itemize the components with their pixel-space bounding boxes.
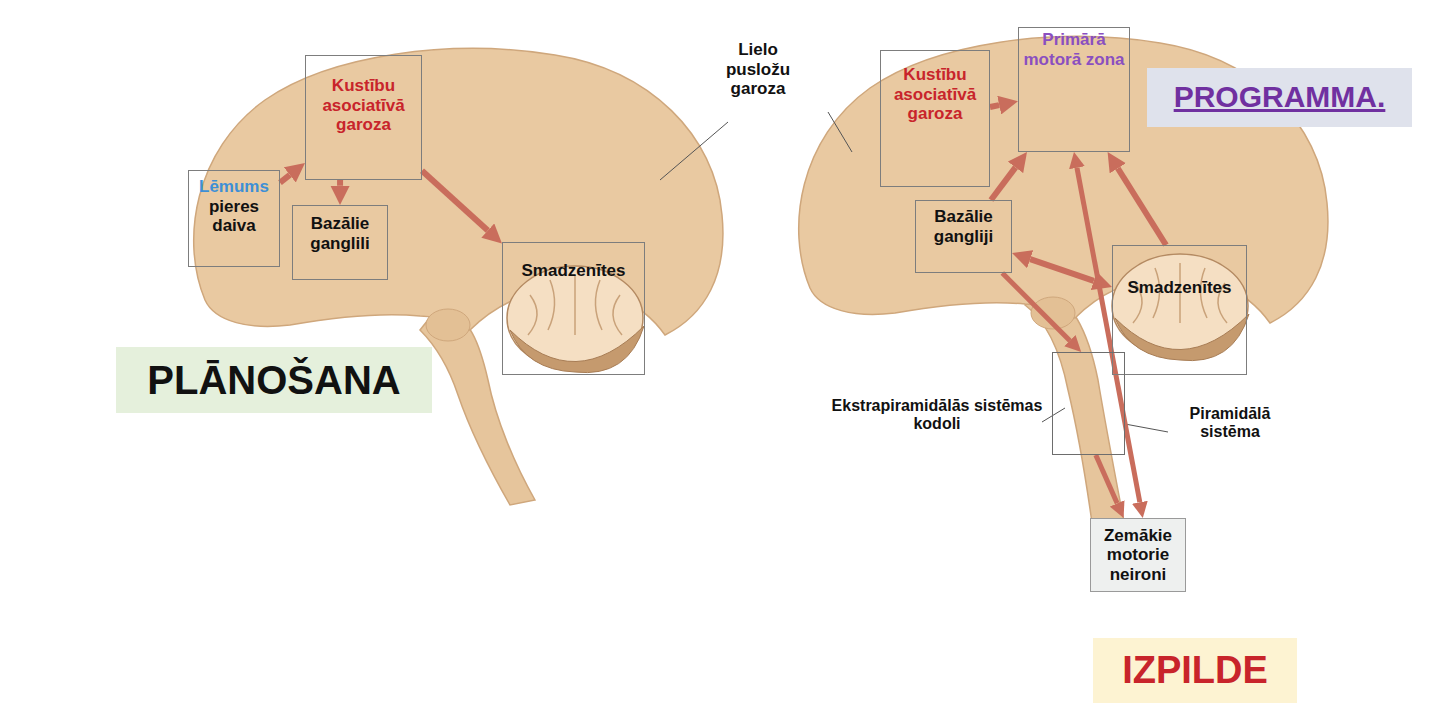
part-label: Piramidālā sistēma <box>1165 405 1295 442</box>
arrow-connector <box>991 167 1016 200</box>
arrow-connector <box>1077 168 1140 503</box>
cerebrum <box>194 49 723 335</box>
leader-line <box>828 112 852 152</box>
node-text: Bazālie ganglili <box>296 214 384 253</box>
node-box: Bazālie gangliji <box>915 200 1012 273</box>
arrow-connector <box>1118 168 1166 245</box>
arrow-connector <box>1002 273 1070 341</box>
node-box: PROGRAMMA. <box>1147 68 1412 127</box>
node-text: Kustību asociatīvā garoza <box>884 65 986 124</box>
node-text: Smadzenītes <box>506 261 641 281</box>
node-box: Kustību asociatīvā garoza <box>880 50 990 187</box>
leader-line <box>1125 424 1168 432</box>
node-text: Lēmums <box>192 177 276 197</box>
arrow-connector <box>280 175 290 183</box>
arrow-connector <box>337 180 343 186</box>
node-box: Kustību asociatīvā garoza <box>305 55 422 180</box>
diencephalon <box>426 309 470 341</box>
node-box: Ekstrapiramidālās sistēmas kodoli <box>1052 352 1125 455</box>
node-text: IZPILDE <box>1096 649 1294 693</box>
arrow-connector <box>1030 259 1094 281</box>
node-text: Smadzenītes <box>1116 278 1243 298</box>
arrow-connector <box>1096 455 1117 503</box>
node-box: IZPILDE <box>1093 638 1297 703</box>
node-text: PLĀNOŠANA <box>119 357 429 403</box>
node-subtext: pieres daiva <box>192 197 276 236</box>
node-text: Primārā motorā zona <box>1022 30 1126 69</box>
node-text: Bazālie gangliji <box>919 207 1008 246</box>
node-box: PLĀNOŠANA <box>116 347 432 413</box>
node-box: Smadzenītes <box>502 242 645 375</box>
node-box: Bazālie ganglili <box>292 205 388 280</box>
node-box: Lēmumspieres daiva <box>188 170 280 267</box>
node-text: PROGRAMMA. <box>1150 80 1409 115</box>
arrow-connector <box>422 171 488 231</box>
part-label: Lielo pusložu garoza <box>708 40 808 99</box>
leader-line <box>660 122 728 180</box>
node-box: Smadzenītes <box>1112 245 1247 375</box>
node-box: Primārā motorā zona <box>1018 27 1130 152</box>
left-brain <box>194 49 723 505</box>
node-box: Zemākie motorie neironi <box>1090 518 1186 592</box>
cerebellum-folds <box>528 275 622 335</box>
node-text: Kustību asociatīvā garoza <box>309 76 418 135</box>
leader-line <box>1042 408 1065 422</box>
node-text: Ekstrapiramidālās sistēmas kodoli <box>831 397 1043 434</box>
node-text: Zemākie motorie neironi <box>1094 526 1182 585</box>
arrow-connector <box>990 105 999 107</box>
